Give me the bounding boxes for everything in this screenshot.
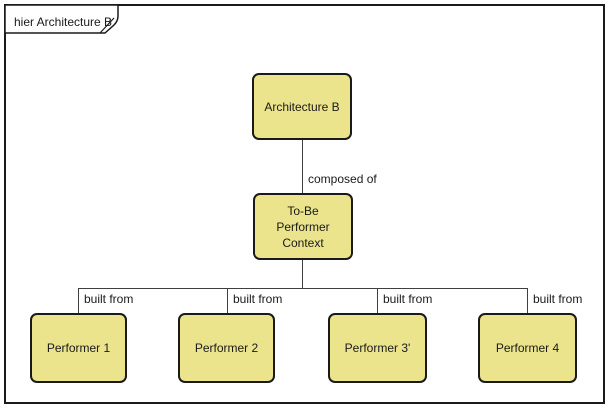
node-performer-3-prime[interactable]: Performer 3' [328, 313, 427, 383]
edge-label-built-from-1: built from [84, 292, 134, 306]
diagram-tab-shape-icon [4, 4, 119, 34]
edge-label-built-from-3: built from [383, 292, 433, 306]
edge-label-built-from-2: built from [233, 292, 283, 306]
edge-stub-performer-2 [227, 288, 228, 313]
node-architecture-b[interactable]: Architecture B [252, 73, 352, 140]
node-label: Architecture B [264, 99, 340, 114]
diagram-tab: hier Architecture B [4, 4, 126, 36]
edge-label-built-from-4: built from [533, 292, 583, 306]
node-performer-2[interactable]: Performer 2 [178, 313, 275, 383]
node-label: Performer 1 [46, 341, 111, 355]
node-to-be-performer-context[interactable]: To-Be Performer Context [253, 193, 353, 260]
edge-stub-performer-3 [377, 288, 378, 313]
node-performer-4[interactable]: Performer 4 [478, 313, 577, 383]
diagram-tab-label: hier Architecture B [14, 15, 113, 29]
edge-context-down-line [302, 260, 303, 288]
edge-label-composed-of: composed of [308, 172, 377, 186]
node-label: Performer 2 [194, 341, 259, 355]
edge-composed-of-line [302, 140, 303, 193]
node-label: Performer 4 [495, 341, 560, 355]
node-label: To-Be Performer Context [276, 203, 330, 250]
edge-stub-performer-4 [527, 288, 528, 313]
edge-stub-performer-1 [78, 288, 79, 313]
node-performer-1[interactable]: Performer 1 [30, 313, 127, 383]
edge-horizontal-bus-line [78, 288, 528, 289]
node-label: Performer 3' [344, 341, 411, 355]
